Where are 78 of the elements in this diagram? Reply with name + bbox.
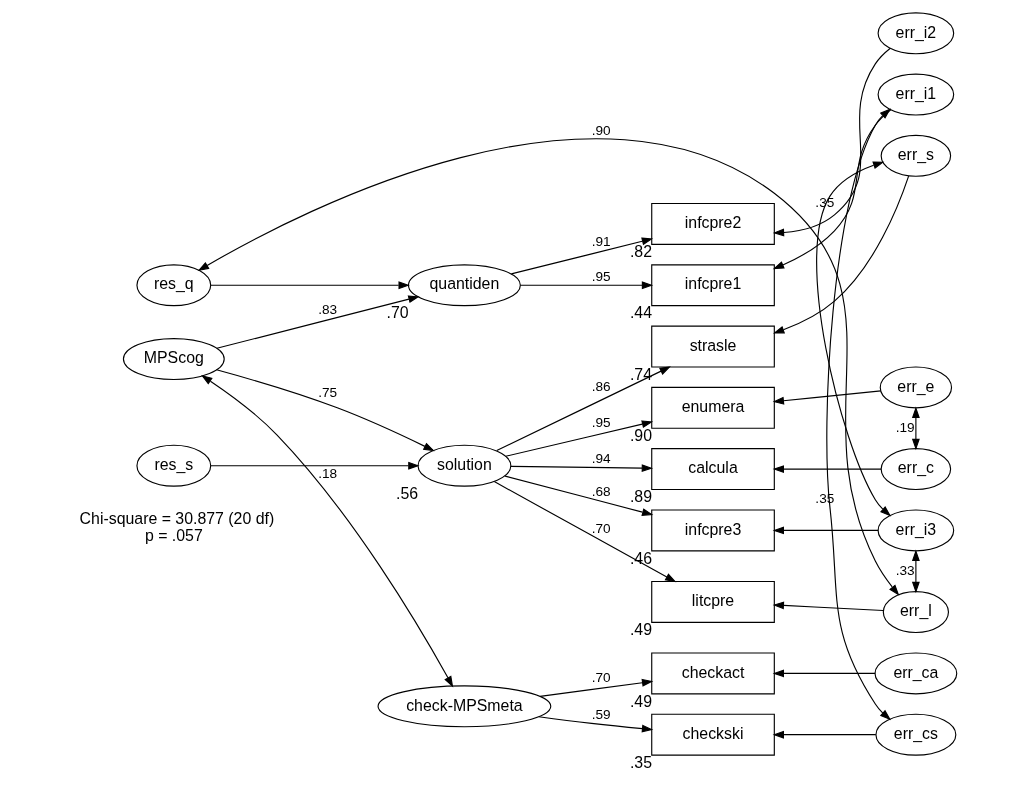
node-ellipse: err_i2: [877, 12, 955, 55]
node-label: .89: [629, 488, 652, 506]
arrow: [510, 237, 654, 275]
edge-label: .75: [318, 385, 338, 401]
edge-label: .33: [895, 562, 915, 578]
arrow: [538, 716, 654, 733]
edge-label: .95: [591, 414, 611, 430]
node-box: litcpre: [651, 580, 775, 623]
arrow: [510, 464, 654, 473]
node-label: .56: [396, 484, 419, 502]
node-label: .46: [629, 549, 652, 567]
arrow: [505, 420, 654, 457]
edge-label: .94: [591, 450, 611, 466]
node-box: strasle: [651, 325, 775, 368]
edge-label: .18: [318, 465, 338, 481]
arrow: [826, 108, 892, 721]
node-ellipse: err_s: [880, 134, 952, 177]
arrow: [216, 295, 420, 349]
node-box: infcpre3: [651, 509, 775, 552]
arrow: [210, 461, 420, 470]
node-box: checkact: [651, 652, 775, 695]
edge-label: .83: [318, 302, 338, 318]
node-ellipse: err_i1: [877, 73, 955, 116]
node-ellipse: err_e: [879, 366, 953, 409]
node-ellipse: err_c: [880, 448, 952, 491]
arrow: [539, 678, 654, 697]
arrow: [210, 281, 410, 290]
arrow: [773, 175, 910, 334]
node-ellipse: err_l: [882, 591, 950, 634]
node-box: calcula: [651, 448, 775, 491]
arrow: [201, 374, 454, 688]
arrow: [772, 526, 879, 535]
node-box: checkski: [651, 713, 775, 756]
arrow: [772, 465, 882, 474]
node-ellipse: check-MPSmeta: [377, 685, 552, 728]
arrow: [493, 481, 677, 583]
arrow: [816, 161, 892, 517]
arrow: [519, 281, 654, 290]
arrow: [772, 390, 882, 405]
node-ellipse: res_s: [136, 444, 212, 487]
arrow: [504, 475, 654, 516]
arrow: [772, 669, 876, 678]
node-label: .35: [629, 753, 652, 771]
node-box: infcpre2: [651, 202, 775, 245]
node-ellipse: MPScog: [122, 338, 225, 380]
edge-label: .68: [591, 483, 611, 499]
node-box: enumera: [651, 386, 775, 429]
arrow: [772, 601, 884, 612]
arrow: [911, 549, 920, 594]
node-label: .70: [386, 304, 409, 322]
edge-label: .86: [591, 379, 611, 395]
arrow: [911, 406, 920, 451]
label: p = .057: [144, 526, 203, 544]
arrow: [496, 366, 671, 452]
edge-label: .90: [591, 122, 611, 138]
node-ellipse: err_i3: [877, 509, 955, 552]
node-ellipse: err_ca: [874, 652, 958, 695]
node-ellipse: err_cs: [875, 713, 957, 756]
arrow: [772, 109, 892, 270]
node-label: .74: [629, 365, 652, 383]
arrow: [215, 369, 435, 452]
arrow: [772, 47, 891, 237]
edge-label: .59: [591, 707, 611, 723]
node-label: .49: [629, 621, 652, 639]
node-box: infcpre1: [651, 264, 775, 307]
edge-label: .70: [591, 670, 611, 686]
edge-label: .95: [591, 269, 611, 285]
node-label: .82: [629, 243, 652, 261]
arrow: [772, 730, 877, 739]
node-label: .90: [629, 426, 652, 444]
edge-label: .19: [895, 419, 915, 435]
node-label: .44: [629, 304, 652, 322]
arrow: [197, 138, 900, 596]
label: Chi-square = 30.877 (20 df): [79, 509, 275, 527]
node-label: .49: [629, 692, 652, 710]
node-ellipse: res_q: [136, 264, 212, 307]
edge-label: .70: [591, 521, 611, 537]
edge-label: .91: [591, 234, 611, 250]
